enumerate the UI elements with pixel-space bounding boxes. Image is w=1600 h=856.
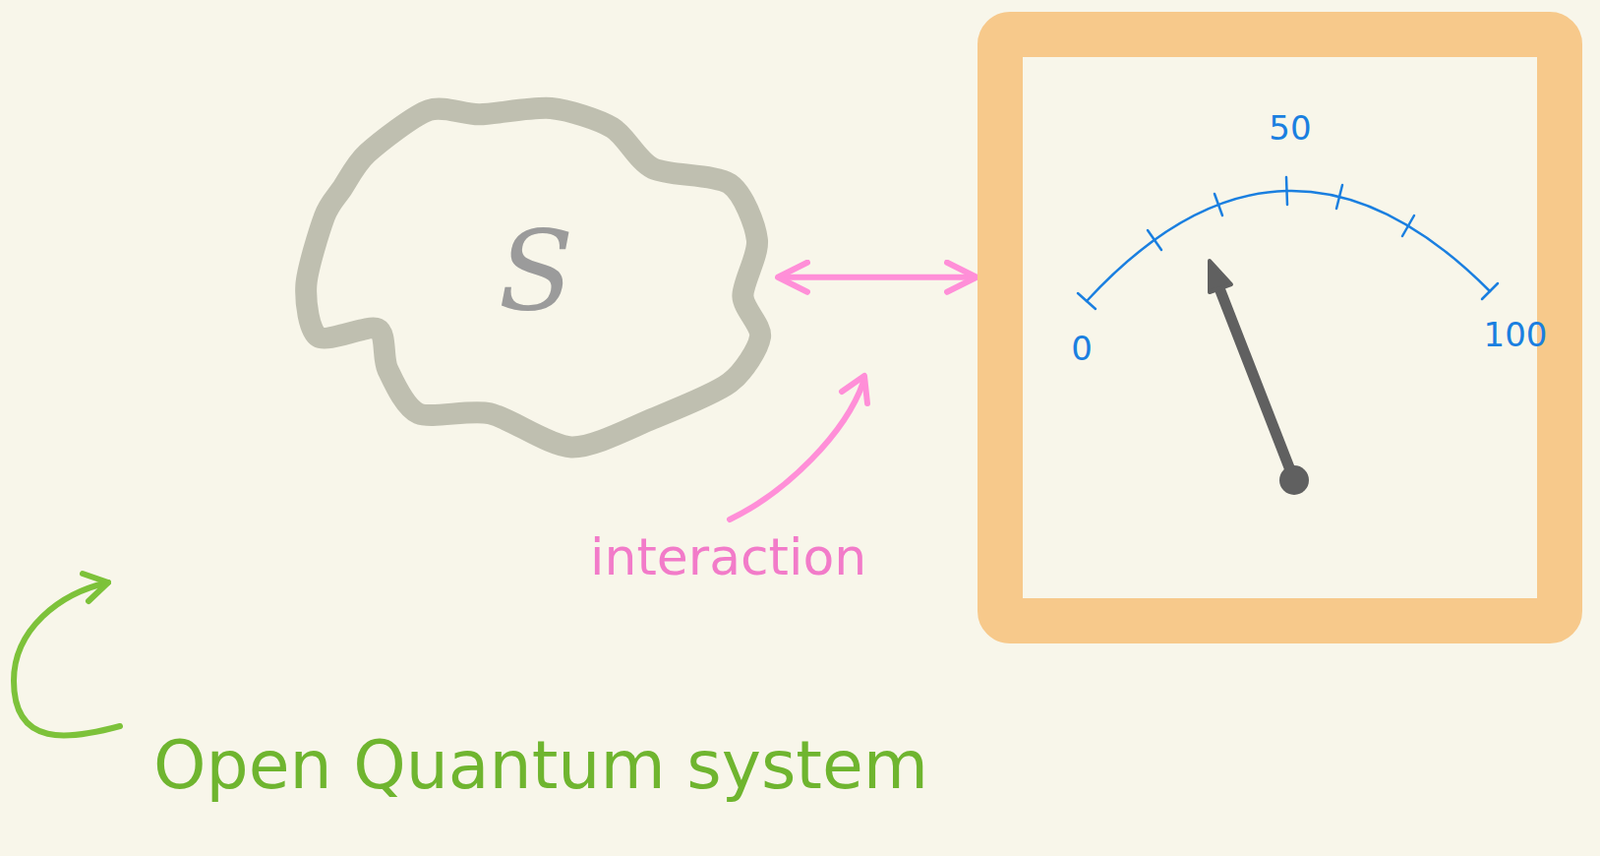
gauge-tick <box>1402 215 1415 237</box>
interaction-arrow <box>780 274 974 281</box>
scale-number: 100 <box>1483 317 1548 352</box>
scale-number: 0 <box>1070 331 1093 365</box>
system-symbol: S <box>498 215 575 326</box>
cloud-path <box>305 108 761 448</box>
gauge-tick <box>1336 184 1343 209</box>
system-caption: Open Quantum system <box>153 731 929 799</box>
curved-head <box>82 573 109 601</box>
meter-frame: 0 50 100 <box>977 11 1583 644</box>
leader-arrow <box>729 375 868 520</box>
gauge-tick <box>1147 230 1162 250</box>
gauge-tick <box>1214 193 1223 216</box>
gauge-tick <box>1077 293 1096 309</box>
leader-line <box>729 381 864 520</box>
needle-pivot <box>1279 465 1309 495</box>
gauge-scale <box>1077 177 1498 309</box>
interaction-label: interaction <box>590 531 867 583</box>
curved-arrow <box>13 573 120 736</box>
frame-rect <box>1000 34 1560 621</box>
gauge-tick <box>1481 283 1498 299</box>
system-cloud: S <box>300 97 777 465</box>
scale-number: 50 <box>1268 111 1311 145</box>
curved-line <box>13 582 120 736</box>
needle-tip <box>1209 260 1232 293</box>
gauge-needle <box>1209 260 1309 495</box>
gauge-tick <box>1286 177 1288 205</box>
needle-shaft <box>1219 288 1295 480</box>
gauge-arc <box>1086 190 1490 301</box>
leader-head <box>841 375 868 404</box>
